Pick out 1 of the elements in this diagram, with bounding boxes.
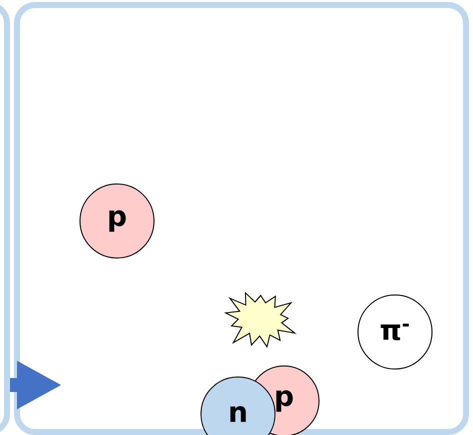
panel xyxy=(14,2,469,435)
